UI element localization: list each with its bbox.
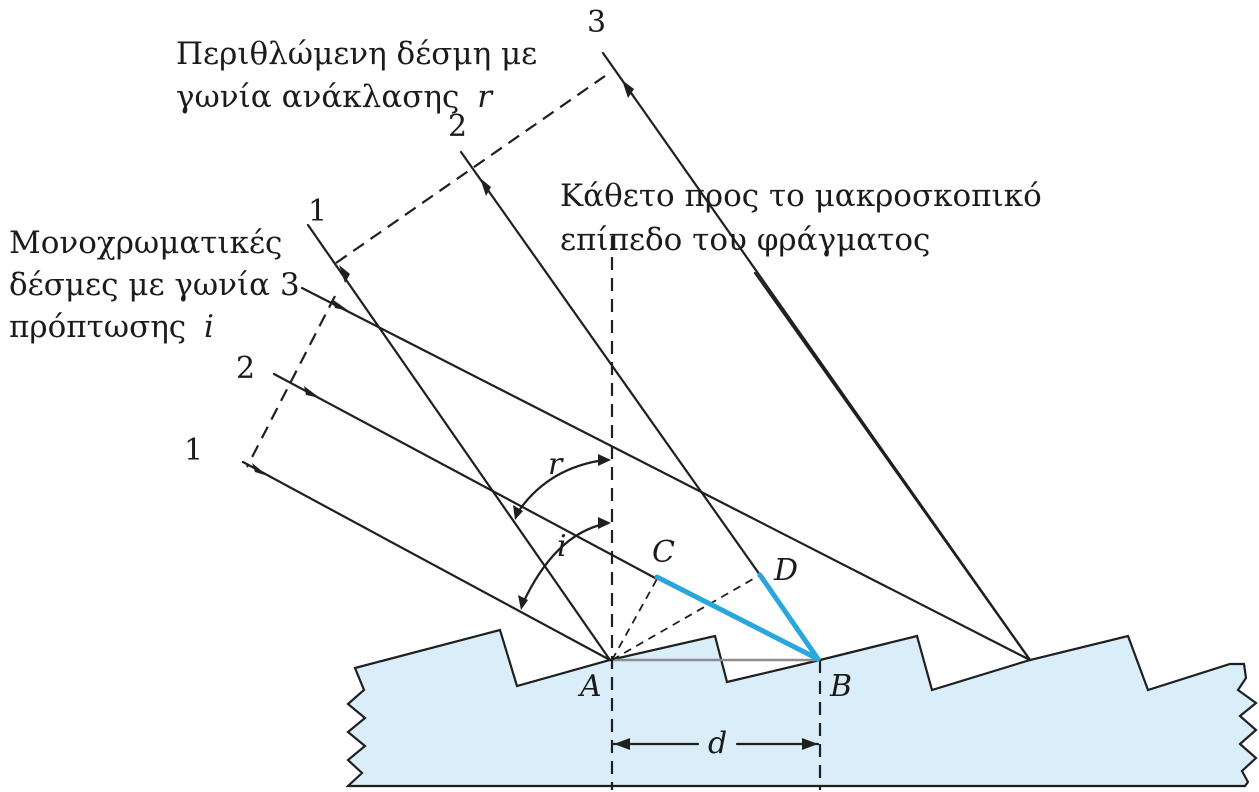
incident-beam-1-arrow bbox=[252, 463, 268, 476]
spacing-label: d bbox=[708, 726, 727, 761]
point-d-label: D bbox=[773, 553, 798, 588]
path-difference-bd bbox=[757, 572, 821, 662]
spacing-arrow-right bbox=[802, 738, 818, 750]
spacing-arrow-left bbox=[614, 738, 630, 750]
diffracted-beam-number-1: 1 bbox=[308, 194, 327, 229]
normal-label-line1: Κάθετο προς το μακροσκοπικό bbox=[560, 178, 1042, 214]
diffracted-beam-1 bbox=[306, 223, 612, 662]
incident-beam-2-arrow bbox=[304, 386, 320, 398]
incidence-angle-arc bbox=[521, 522, 606, 605]
reflection-angle-arc bbox=[516, 458, 606, 514]
incident-label-line1: Μονοχρωματικές bbox=[9, 225, 282, 261]
incident-label-line3: πρόπτωσης i bbox=[9, 309, 214, 345]
incident-wavefront bbox=[246, 295, 336, 468]
reflection-angle-arrow-lower bbox=[513, 505, 523, 520]
diffracted-beam-1-arrow bbox=[339, 265, 350, 283]
incidence-angle-arrow bbox=[598, 517, 611, 529]
diffracted-beam-3-arrow bbox=[622, 80, 634, 98]
diffracted-beam-label-line1: Περιθλώμενη δέσμη με bbox=[176, 36, 537, 72]
incident-beam-number-2: 2 bbox=[236, 351, 255, 386]
incident-beam-3-arrow bbox=[332, 299, 349, 311]
grating-body bbox=[345, 628, 1258, 788]
construction-line-ac bbox=[611, 578, 658, 661]
reflection-angle-arrow bbox=[598, 454, 611, 466]
incident-beam-1 bbox=[241, 460, 612, 662]
incident-beam-3 bbox=[300, 286, 1032, 662]
reflection-angle-label: r bbox=[548, 447, 564, 482]
path-difference-cb bbox=[654, 574, 821, 662]
normal-label-line2: επίπεδο του φράγματος bbox=[560, 222, 930, 258]
normal-label-leader bbox=[753, 271, 1032, 662]
diffracted-beam-number-3: 3 bbox=[587, 5, 606, 40]
incidence-angle-arrow-lower bbox=[518, 595, 528, 610]
incident-beam-number-1: 1 bbox=[184, 433, 203, 468]
diffracted-beam-label-line2: γωνία ανάκλασης r bbox=[176, 79, 494, 115]
diffracted-beam-number-2: 2 bbox=[448, 109, 467, 144]
point-a-label: A bbox=[577, 669, 602, 704]
point-b-label: B bbox=[829, 669, 852, 704]
diffracted-beam-2 bbox=[459, 150, 762, 577]
diffracted-wavefront bbox=[335, 75, 606, 264]
incident-label-line2: δέσμες με γωνία 3 bbox=[9, 267, 300, 303]
incidence-angle-label: i bbox=[557, 529, 567, 564]
diffracted-beam-2-arrow bbox=[480, 178, 491, 196]
point-c-label: C bbox=[652, 535, 675, 570]
incident-beam-2 bbox=[272, 372, 659, 581]
construction-line-ad bbox=[611, 574, 761, 661]
